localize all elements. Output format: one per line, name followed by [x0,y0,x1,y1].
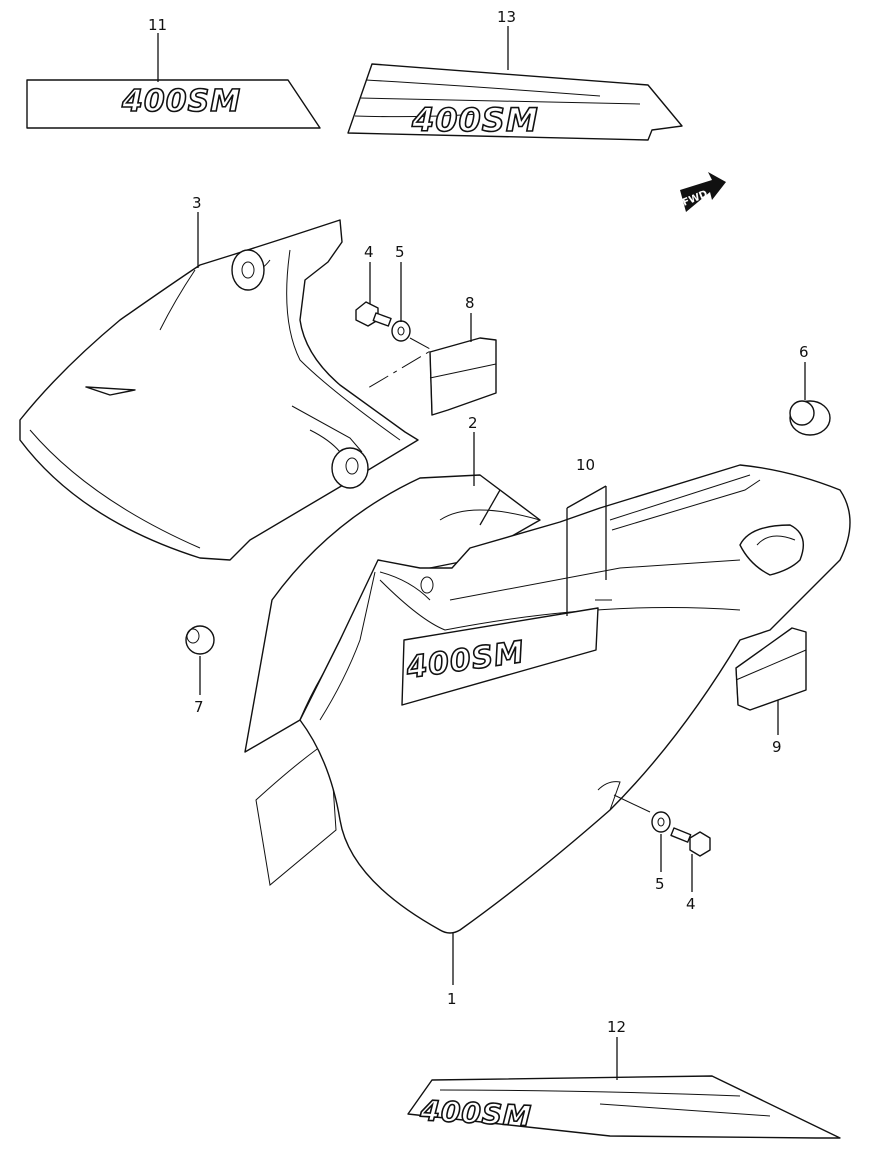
washer-5-upper [391,320,411,342]
callout-4-upper: 4 [364,243,374,261]
grommet-6 [789,400,831,436]
callout-4-lower: 4 [686,895,696,913]
decal-12: 400SM [407,1075,841,1139]
side-cover-1: 400SM [244,464,851,934]
callout-2: 2 [468,414,478,432]
callout-6: 6 [799,343,809,361]
decal-12-emblem: 400SM [419,1094,533,1133]
bolt-4-lower [670,827,711,857]
callout-5-upper: 5 [395,243,405,261]
callout-8: 8 [465,294,475,312]
washer-5-lower [651,811,671,833]
callout-10: 10 [576,456,595,474]
pad-8 [429,337,497,416]
bolt-4-upper [355,301,392,327]
grommet-7 [185,625,215,655]
callout-1: 1 [447,990,457,1008]
callout-12: 12 [607,1018,626,1036]
forward-arrow-icon: FWD [680,172,726,212]
decal-11-emblem: 400SM [121,84,241,119]
decal-11: 400SM [26,79,321,129]
callout-3: 3 [192,194,202,212]
callout-9: 9 [772,738,782,756]
decal-13: 400SM [347,63,683,141]
side-cover-3 [19,219,419,561]
callout-11: 11 [148,16,167,34]
decal-13-emblem: 400SM [411,101,539,139]
callout-7: 7 [194,698,204,716]
callout-5-lower: 5 [655,875,665,893]
callout-13: 13 [497,8,516,26]
pad-9 [735,627,807,711]
